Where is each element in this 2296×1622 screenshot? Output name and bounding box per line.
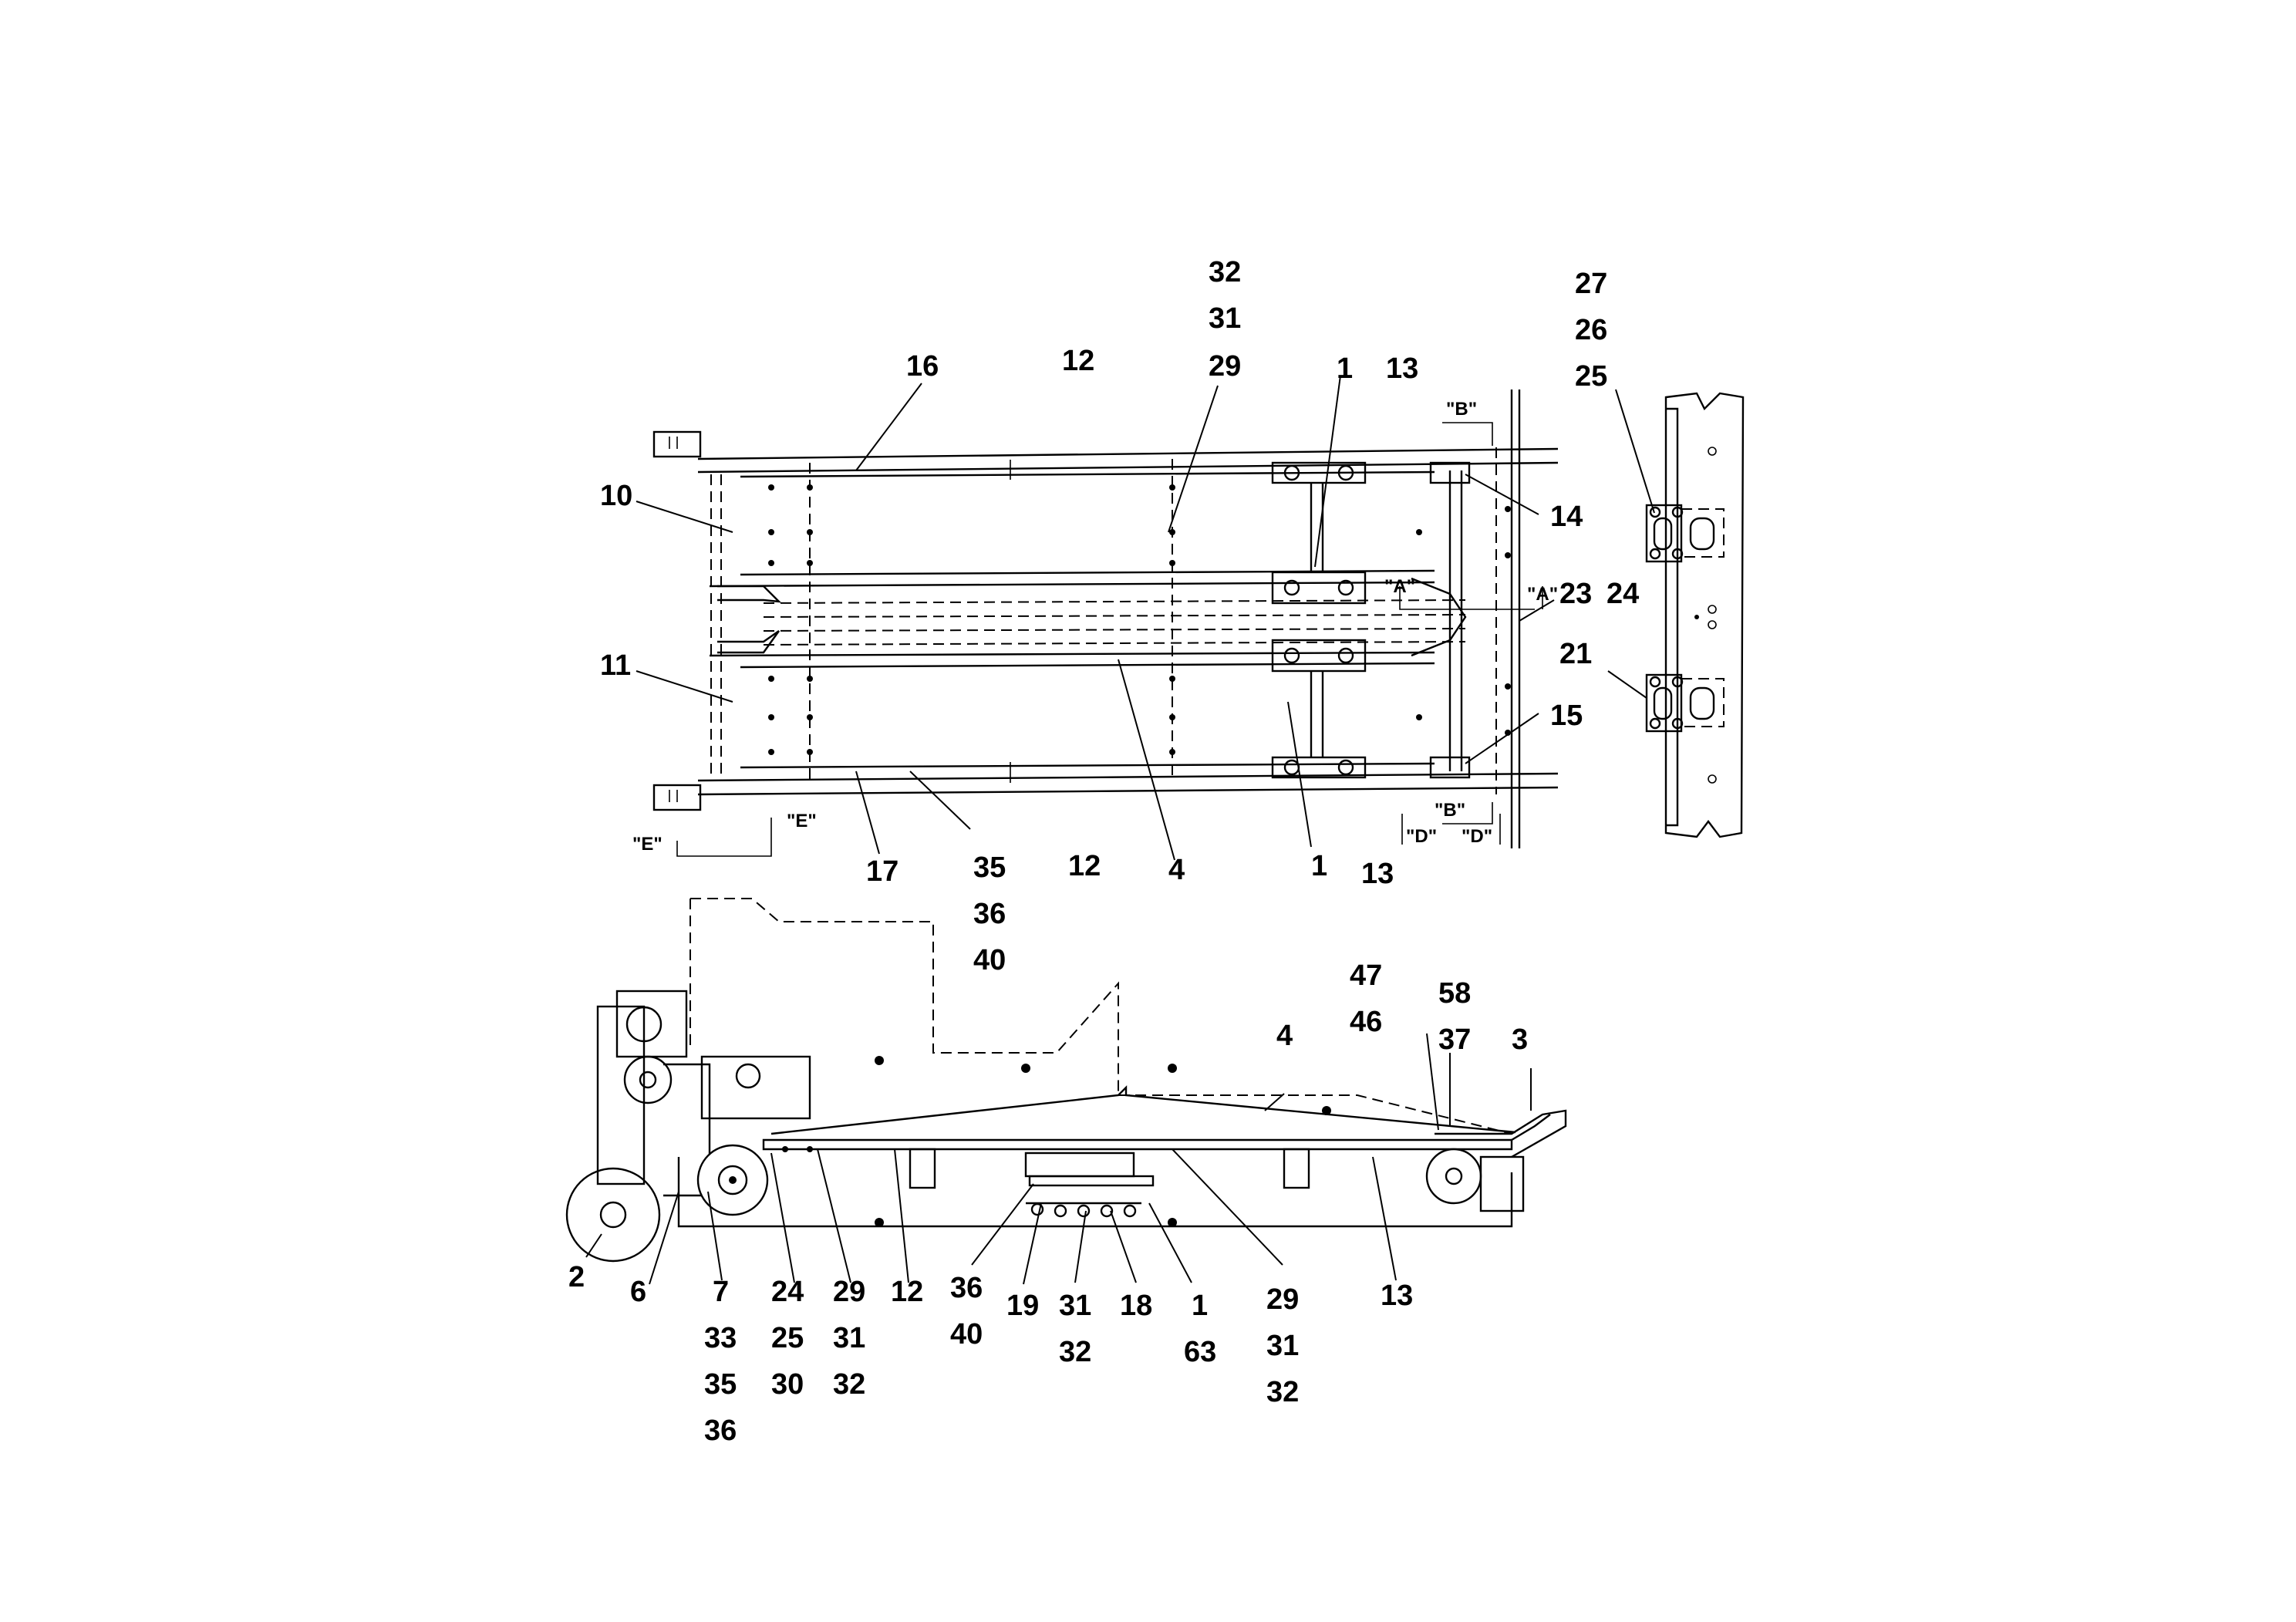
callout-15: 15 [1550, 700, 1583, 732]
callout-37: 37 [1438, 1023, 1471, 1056]
callout-1: 1 [1311, 850, 1327, 882]
callout-63: 63 [1184, 1336, 1216, 1368]
view-tag-a-right: "A" [1527, 584, 1558, 605]
callout-4: 4 [1276, 1020, 1293, 1052]
callout-14: 14 [1550, 501, 1583, 533]
view-tag-b-top: "B" [1446, 399, 1477, 420]
callout-25: 25 [771, 1322, 804, 1354]
callout-13: 13 [1386, 352, 1418, 385]
callout-31: 31 [1209, 302, 1241, 335]
head-drive [565, 990, 813, 1263]
callout-26: 26 [1575, 314, 1607, 346]
callout-23: 23 [1559, 578, 1592, 610]
callout-19: 19 [1006, 1290, 1039, 1322]
view-tag-e-right: "E" [787, 811, 817, 831]
callout-29: 29 [1266, 1283, 1299, 1316]
view-tag-b-bottom: "B" [1435, 800, 1465, 821]
callout-32: 32 [1266, 1376, 1299, 1408]
callout-25: 25 [1575, 360, 1607, 393]
view-tag-a-left: "A" [1384, 576, 1415, 597]
callout-12: 12 [1062, 345, 1094, 377]
side-elevation-view [565, 898, 1567, 1263]
callout-24: 24 [1607, 578, 1639, 610]
callouts-top: 16 12 32 31 29 1 13 10 14 23 24 11 15 17… [600, 256, 1639, 976]
callout-36: 36 [950, 1272, 983, 1304]
callout-35: 35 [973, 851, 1006, 884]
callout-30: 30 [771, 1368, 804, 1401]
callout-35: 35 [704, 1368, 737, 1401]
callout-31: 31 [1266, 1330, 1299, 1362]
callouts-right: 27 26 25 21 [1559, 268, 1607, 670]
callouts-side: 47 46 58 37 4 3 2 6 7 33 35 36 24 25 30 … [568, 959, 1528, 1447]
view-tag-d-right: "D" [1462, 826, 1492, 847]
callout-21: 21 [1559, 638, 1592, 670]
callout-1: 1 [1192, 1290, 1208, 1322]
callout-10: 10 [600, 480, 632, 512]
view-tag-d-left: "D" [1406, 826, 1437, 847]
top-plan-view: "B" "B" "A" "A" "D" "D" "E" "E" [632, 389, 1558, 857]
callout-47: 47 [1350, 959, 1382, 992]
callout-24: 24 [771, 1276, 804, 1308]
callout-33: 33 [704, 1322, 737, 1354]
callout-27: 27 [1575, 268, 1607, 300]
callout-7: 7 [713, 1276, 729, 1308]
callout-40: 40 [973, 944, 1006, 976]
callout-6: 6 [630, 1276, 646, 1308]
bolts-top [768, 484, 1511, 755]
callout-16: 16 [906, 350, 939, 383]
callout-32: 32 [1059, 1336, 1091, 1368]
chain-group-upper [1271, 461, 1367, 605]
callout-18: 18 [1120, 1290, 1152, 1322]
callout-13: 13 [1361, 858, 1394, 890]
callout-13: 13 [1381, 1280, 1413, 1312]
callout-31: 31 [833, 1322, 865, 1354]
chain-group-lower [1271, 639, 1367, 779]
callout-17: 17 [866, 855, 899, 888]
callout-4: 4 [1168, 854, 1185, 886]
tail-section [1425, 1109, 1567, 1212]
callout-29: 29 [1209, 350, 1241, 383]
view-tag-e-left: "E" [632, 834, 663, 855]
callout-1: 1 [1337, 352, 1353, 385]
callout-2: 2 [568, 1261, 585, 1293]
callout-32: 32 [833, 1368, 865, 1401]
callout-46: 46 [1350, 1006, 1382, 1038]
callout-12: 12 [891, 1276, 923, 1308]
callout-36: 36 [973, 898, 1006, 930]
callout-40: 40 [950, 1318, 983, 1351]
callout-11: 11 [600, 649, 631, 682]
callout-32: 32 [1209, 256, 1241, 288]
callout-3: 3 [1512, 1023, 1528, 1056]
callout-29: 29 [833, 1276, 865, 1308]
right-detail-view [1645, 392, 1745, 838]
callout-12: 12 [1068, 850, 1101, 882]
leader-lines [585, 375, 1655, 1285]
callout-36: 36 [704, 1415, 737, 1447]
callout-31: 31 [1059, 1290, 1091, 1322]
callout-58: 58 [1438, 977, 1471, 1010]
